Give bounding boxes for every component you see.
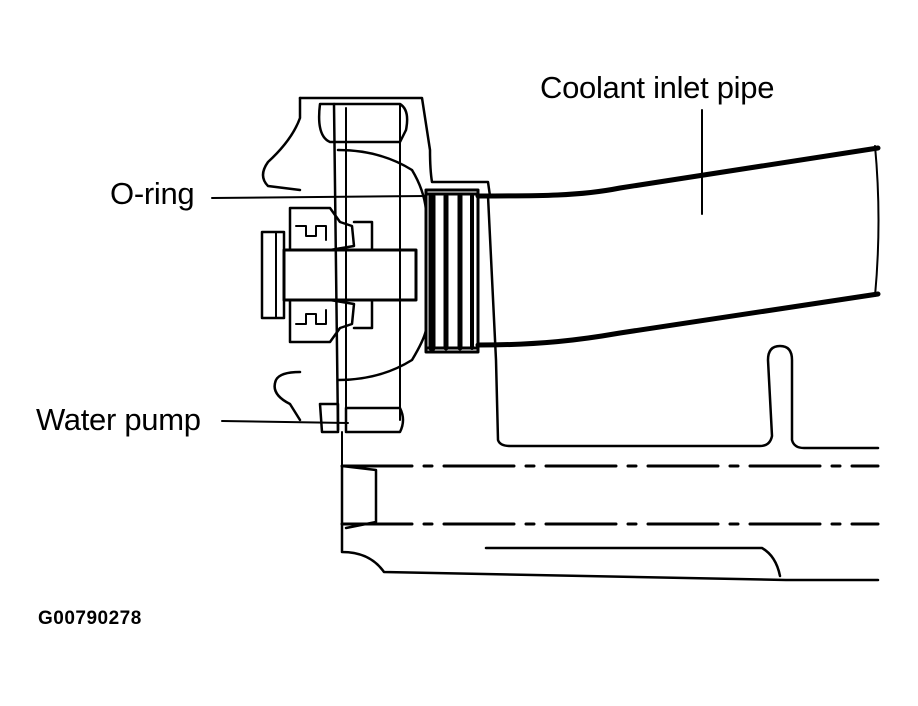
water-pump-label: Water pump — [36, 402, 201, 437]
leader-lines — [211, 109, 703, 424]
o-ring-label: O-ring — [110, 176, 195, 211]
coolant-inlet-pipe-label: Coolant inlet pipe — [540, 70, 775, 105]
coolant-inlet-pipe — [475, 145, 881, 348]
pump-shaft-bearing — [260, 206, 418, 344]
figure-id: G00790278 — [38, 608, 142, 629]
o-ring-leader — [211, 195, 427, 199]
water-pump-housing — [261, 96, 880, 450]
water-pump-leader — [221, 420, 349, 424]
o-ring-seal — [424, 188, 480, 354]
engine-block — [340, 431, 880, 582]
